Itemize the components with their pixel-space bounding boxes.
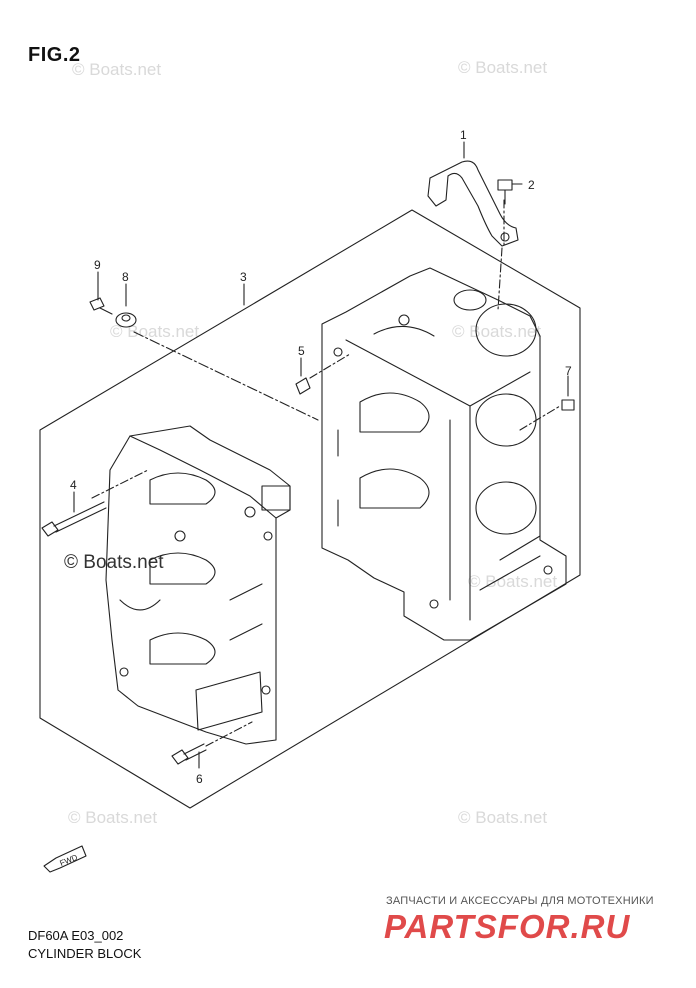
bolt-part: [497, 179, 513, 191]
callout-5: 5: [298, 344, 305, 358]
callout-4: 4: [70, 478, 77, 492]
diagram-caption: CYLINDER BLOCK: [28, 946, 142, 961]
brand-subtitle: ЗАПЧАСТИ И АКСЕССУАРЫ ДЛЯ МОТОТЕХНИКИ: [386, 895, 654, 907]
fwd-arrow-icon: [43, 845, 87, 873]
callout-3: 3: [240, 270, 247, 284]
diagram-code: DF60A E03_002: [28, 928, 124, 943]
watermark: © Boats.net: [68, 808, 158, 827]
callout-6: 6: [196, 772, 203, 786]
long-bolt-part: [41, 521, 59, 537]
washer-part: [115, 312, 137, 328]
dowel-pin-part: [295, 377, 311, 395]
small-bolt-part: [89, 297, 105, 311]
watermark: © Boats.net: [458, 58, 548, 77]
pin-part: [561, 399, 575, 411]
lower-bolt-part: [171, 749, 189, 765]
callout-2: 2: [528, 178, 535, 192]
watermark: © Boats.net: [468, 572, 558, 591]
crankcase-part: [105, 425, 291, 745]
watermark: © Boats.net: [452, 322, 542, 341]
callout-7: 7: [565, 364, 572, 378]
figure-title: FIG.2: [28, 44, 81, 66]
assembly-frame: [39, 209, 581, 809]
cylinder-block-part: [321, 267, 567, 641]
callout-9: 9: [94, 258, 101, 272]
watermark: © Boats.net: [458, 808, 548, 827]
watermark: © Boats.net: [110, 322, 200, 341]
callout-1: 1: [460, 128, 467, 142]
watermark: © Boats.net: [72, 60, 162, 79]
callout-8: 8: [122, 270, 129, 284]
brand-logo: PARTSFOR.RU: [384, 908, 631, 945]
watermark-dark: © Boats.net: [64, 552, 164, 573]
bracket-part: [427, 160, 519, 247]
